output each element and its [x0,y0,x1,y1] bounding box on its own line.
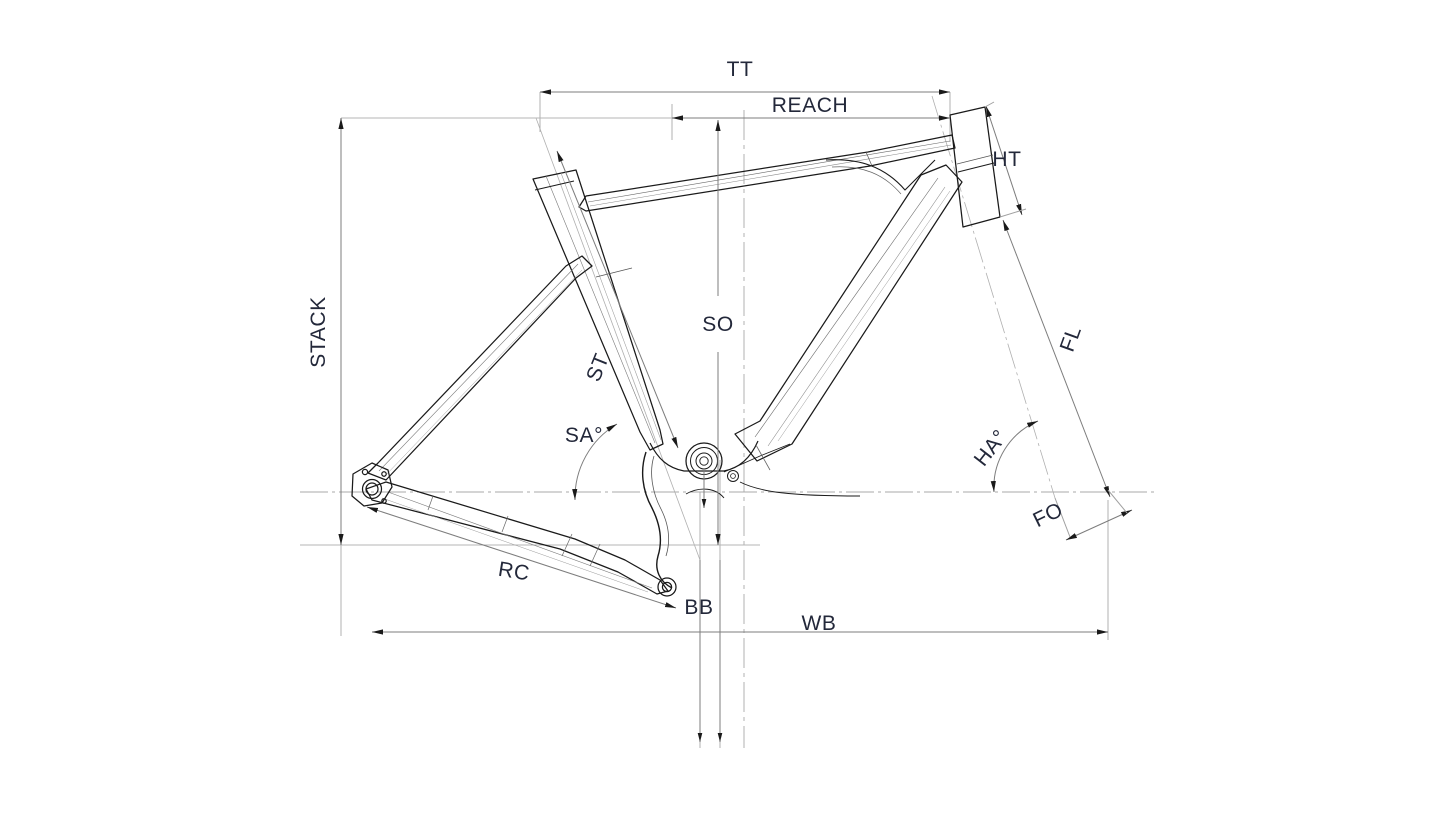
dim-line-fl [1002,219,1111,498]
dimension-lines [338,89,1133,742]
dimension-labels: TT REACH STACK HT FL SO ST SA° HA° FO RC… [307,58,1086,635]
bicycle-frame [351,106,1001,597]
dropout-eyelet [657,577,677,597]
label-stack: STACK [307,296,330,367]
label-st: ST [582,350,614,385]
label-ht: HT [992,148,1021,171]
seat-stays [367,255,593,481]
label-reach: REACH [772,94,849,117]
label-fo: FO [1029,498,1066,532]
top-tube [578,134,956,212]
dim-line-rc [366,506,677,609]
ext-fo-right [1107,489,1128,514]
rear-dropout [351,462,393,507]
arc-sa [572,423,618,501]
label-rc: RC [497,558,532,586]
ext-fo-left [1054,497,1071,538]
dim-line-fo [1065,509,1133,541]
bb-chainstay-bridge [723,443,791,473]
arc-ha [990,420,1039,493]
down-tube [734,164,963,462]
label-tt: TT [727,58,754,81]
label-so: SO [702,313,734,336]
ext-ht-bottom [999,208,1027,218]
label-fl: FL [1056,323,1086,355]
cable-routing-detail [641,451,861,589]
ext-ht-top [984,101,995,108]
label-sa: SA° [565,424,603,447]
dim-line-st [556,150,679,449]
label-wb: WB [801,612,836,635]
dim-line-ht [985,105,1023,216]
label-bb: BB [684,596,713,619]
head-tube-gusset [825,159,936,195]
